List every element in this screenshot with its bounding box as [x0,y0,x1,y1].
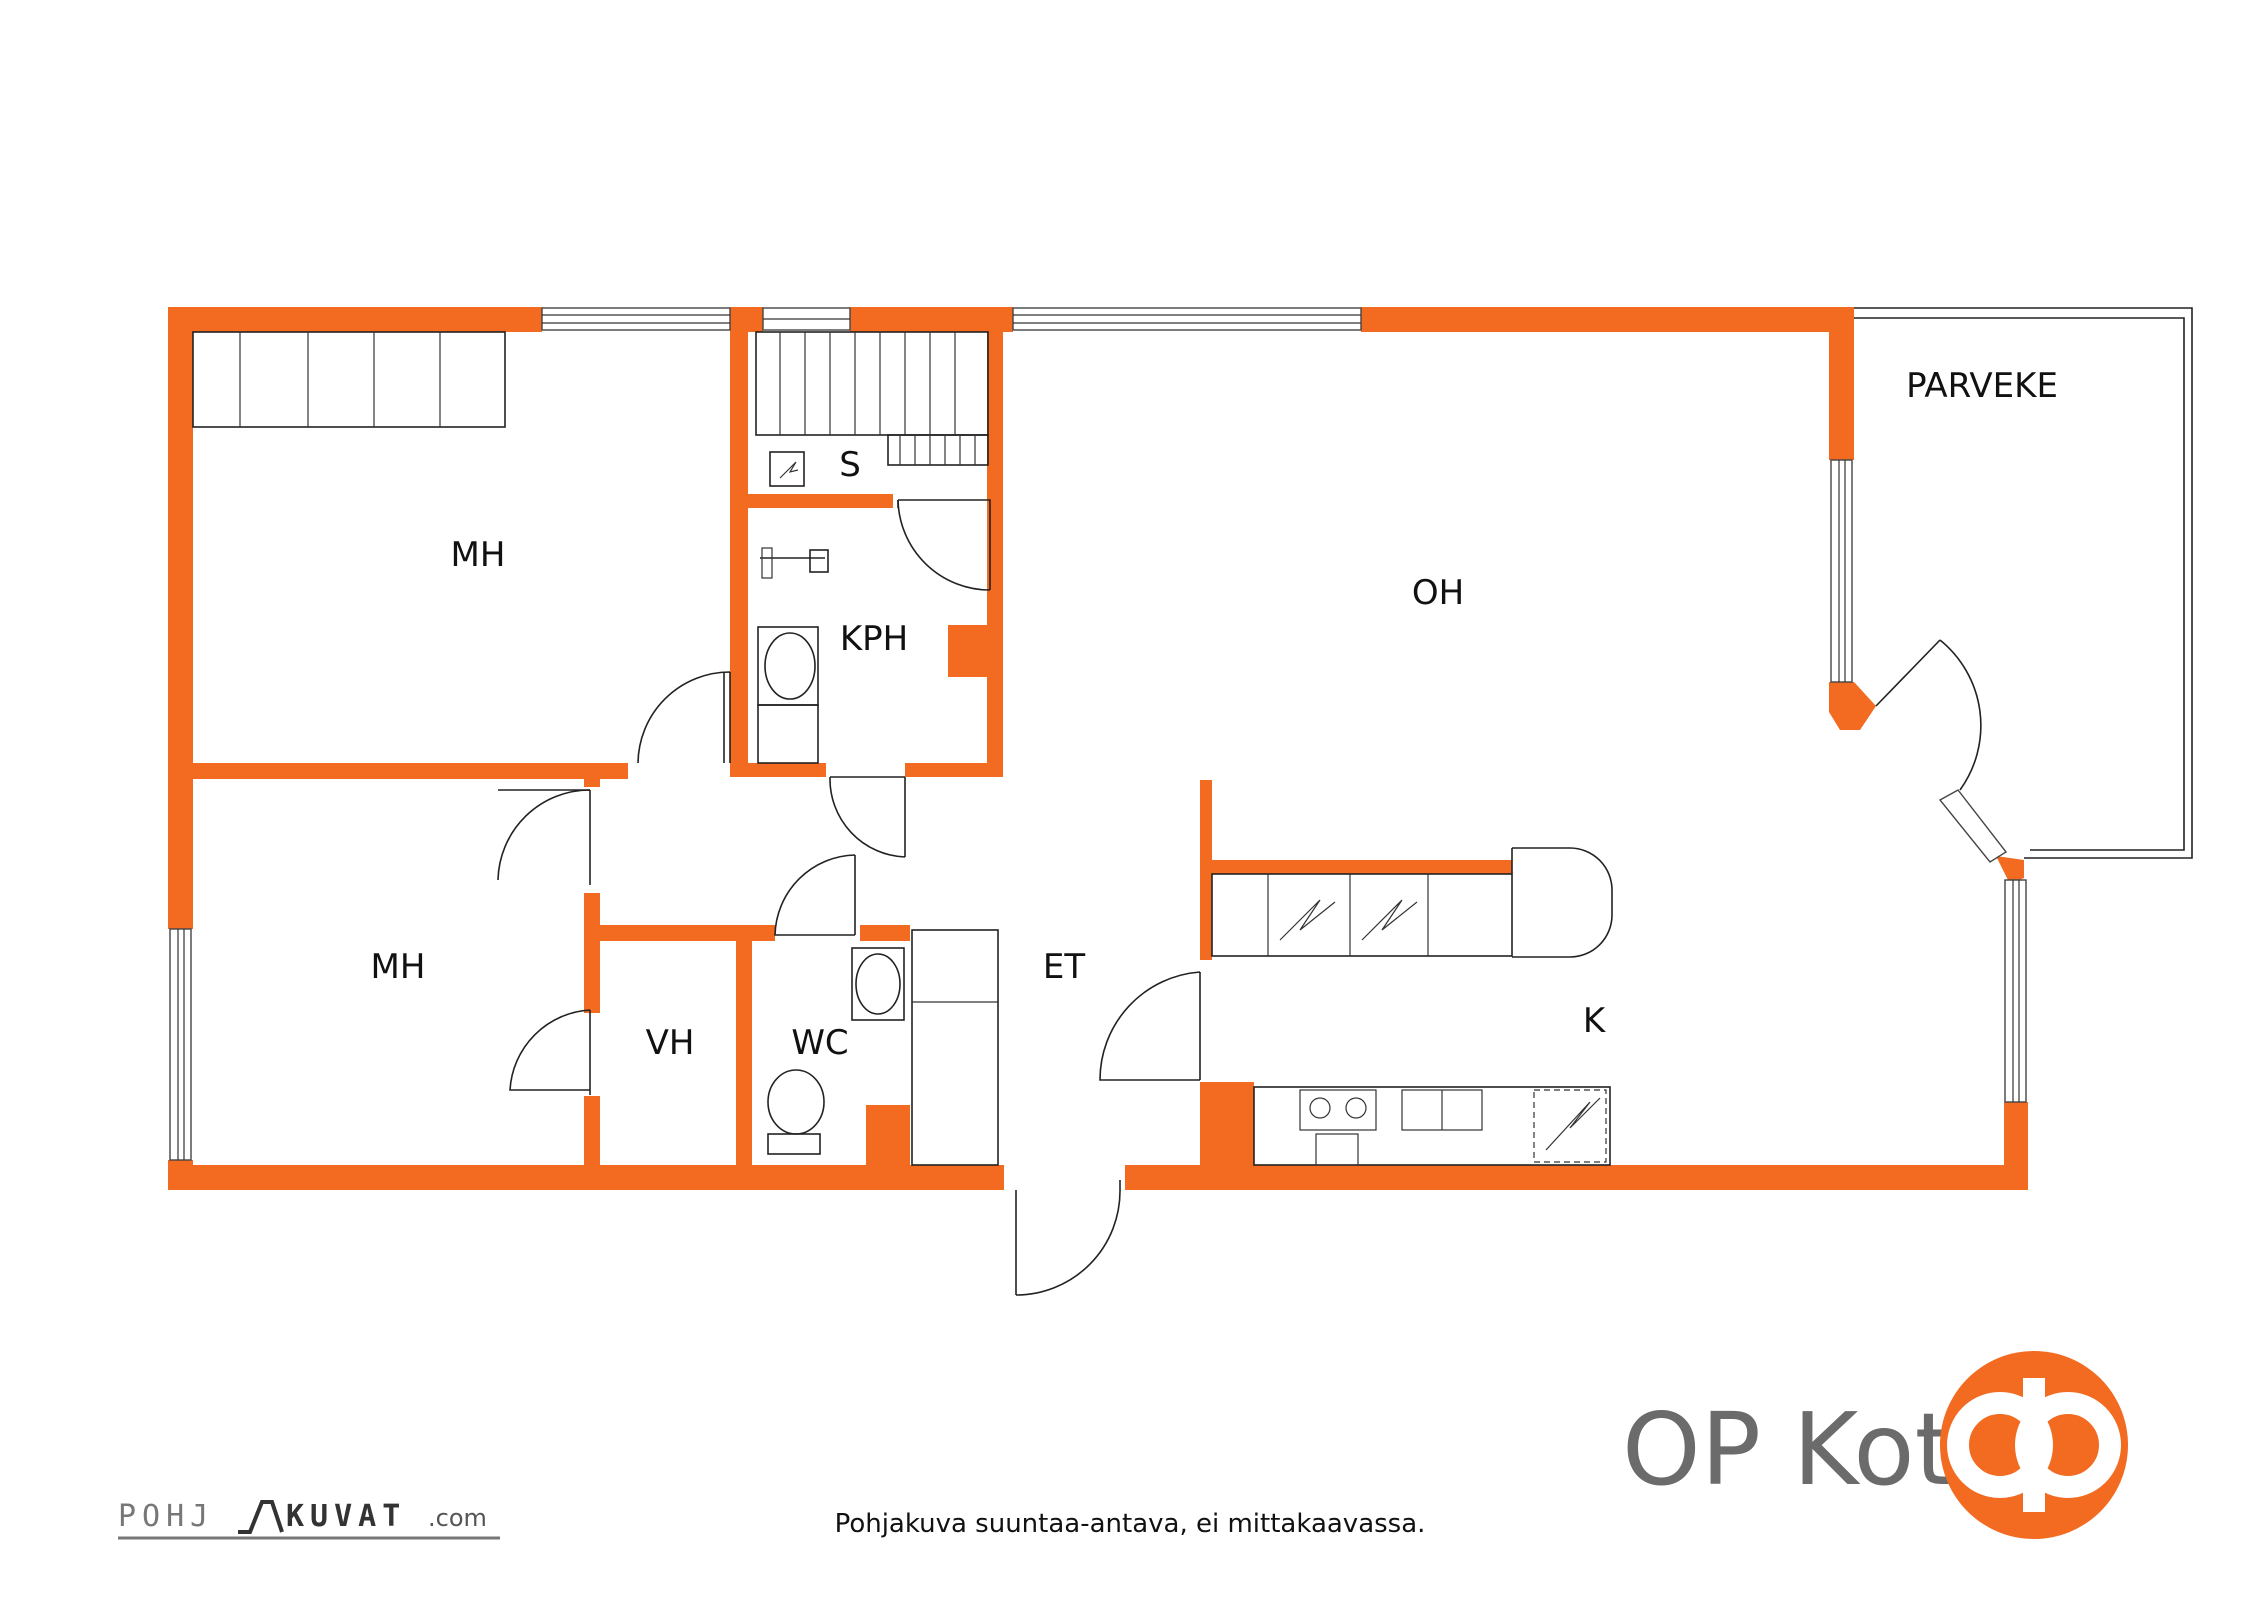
room-label-oh: OH [1412,573,1464,613]
balcony [1854,307,2193,859]
room-label-mh-2: MH [371,947,426,987]
room-label-vh: VH [646,1023,695,1063]
fixtures [192,331,1613,1166]
room-label-wc: WC [791,1023,848,1063]
room-label-k: K [1583,1001,1607,1041]
room-label-mh-1: MH [451,535,506,575]
brand-name: OP Koti [1622,1391,1982,1508]
pohjakuvat-logo: POHJ KUVAT .com [118,1499,500,1540]
exterior-walls [168,307,2028,1190]
watermark-part1: POHJ [118,1499,214,1534]
op-logo-icon [1940,1351,2128,1539]
watermark-part2: KUVAT [286,1499,406,1534]
room-label-parveke: PARVEKE [1906,366,2058,406]
watermark-suffix: .com [428,1504,487,1532]
room-label-et: ET [1043,947,1085,987]
windows [169,307,2027,1161]
room-labels: MH MH S KPH OH PARVEKE ET K VH WC [371,366,2058,1063]
disclaimer-caption: Pohjakuva suuntaa-antava, ei mittakaavas… [835,1509,1426,1539]
room-label-kph: KPH [840,619,908,659]
interior-walls [168,307,1512,1176]
doors [497,499,1982,1296]
room-label-s: S [839,445,861,485]
brand: OP Koti [1622,1351,2128,1539]
